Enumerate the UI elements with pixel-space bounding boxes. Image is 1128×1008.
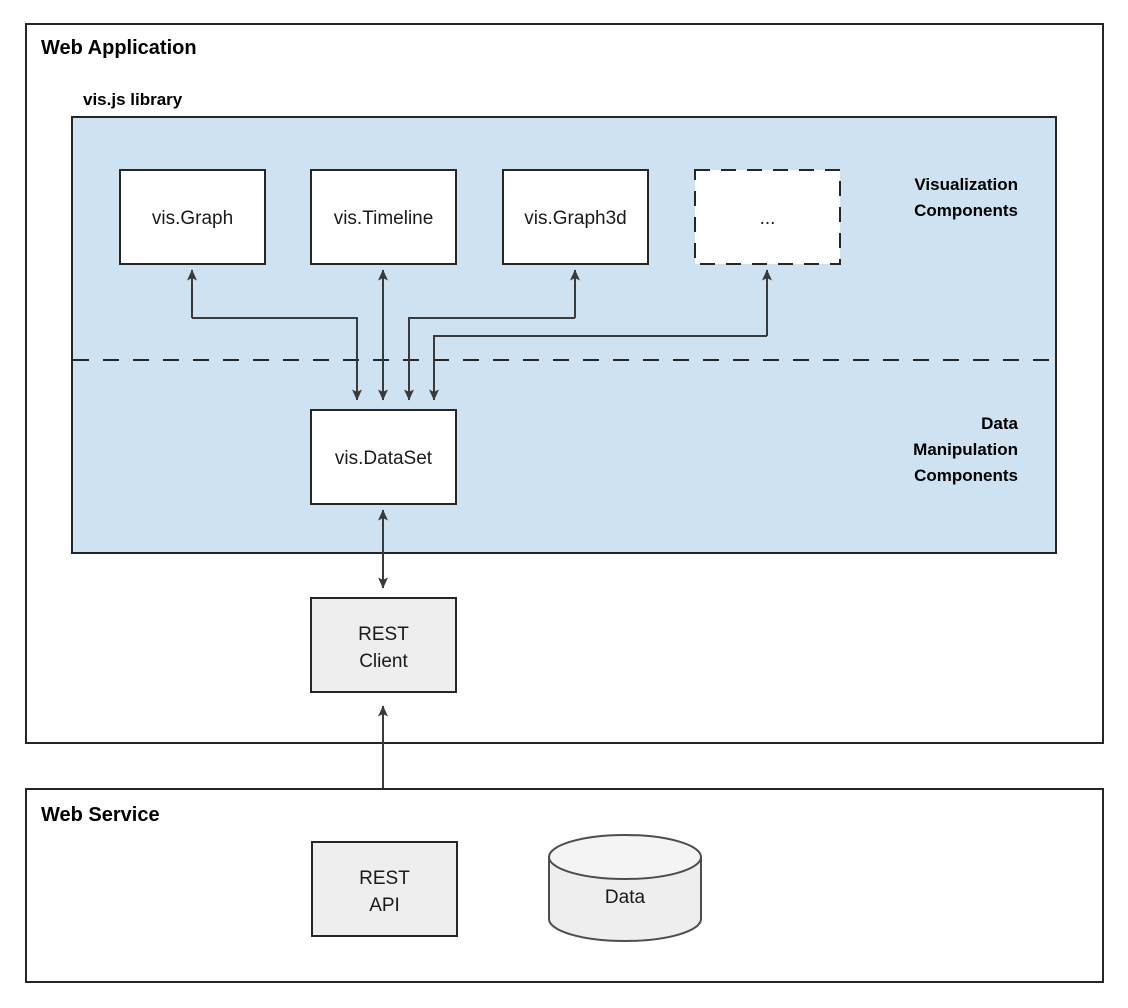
node-vis-timeline[interactable]: vis.Timeline <box>310 169 457 265</box>
link-vis-graph-to-dataset <box>192 317 362 401</box>
node-vis-timeline-label: vis.Timeline <box>334 208 434 229</box>
link-vis-graph3d-to-dataset <box>404 317 575 401</box>
node-data-store[interactable]: Data <box>548 834 702 942</box>
svg-text:Data: Data <box>981 414 1018 433</box>
web-service-title: Web Service <box>41 804 160 826</box>
node-rest-client[interactable]: REST Client <box>310 597 457 693</box>
link-more-components-to-dataset <box>429 335 767 401</box>
visualization-components-label: Visualization Components <box>914 175 1018 220</box>
node-vis-dataset[interactable]: vis.DataSet <box>310 409 457 505</box>
node-more-components-label: ... <box>760 208 776 229</box>
svg-text:Components: Components <box>914 201 1018 220</box>
svg-text:Components: Components <box>914 466 1018 485</box>
node-vis-graph3d[interactable]: vis.Graph3d <box>502 169 649 265</box>
svg-text:Manipulation: Manipulation <box>913 440 1018 459</box>
node-rest-client-label-line1: REST <box>358 624 409 645</box>
data-manipulation-components-label: Data Manipulation Components <box>913 414 1018 485</box>
node-data-store-label: Data <box>605 887 646 908</box>
node-vis-graph3d-label: vis.Graph3d <box>524 208 626 229</box>
web-application-title: Web Application <box>41 37 197 59</box>
node-vis-graph[interactable]: vis.Graph <box>119 169 266 265</box>
node-rest-api-label-line2: API <box>369 895 400 916</box>
node-rest-api[interactable]: REST API <box>311 841 458 937</box>
node-vis-dataset-label: vis.DataSet <box>335 448 433 469</box>
node-rest-client-label-line2: Client <box>359 651 408 672</box>
node-vis-graph-label: vis.Graph <box>152 208 233 229</box>
node-more-components[interactable]: ... <box>694 169 841 265</box>
node-rest-api-label-line1: REST <box>359 868 410 889</box>
vis-js-library-title: vis.js library <box>83 90 183 109</box>
svg-text:Visualization: Visualization <box>914 175 1018 194</box>
